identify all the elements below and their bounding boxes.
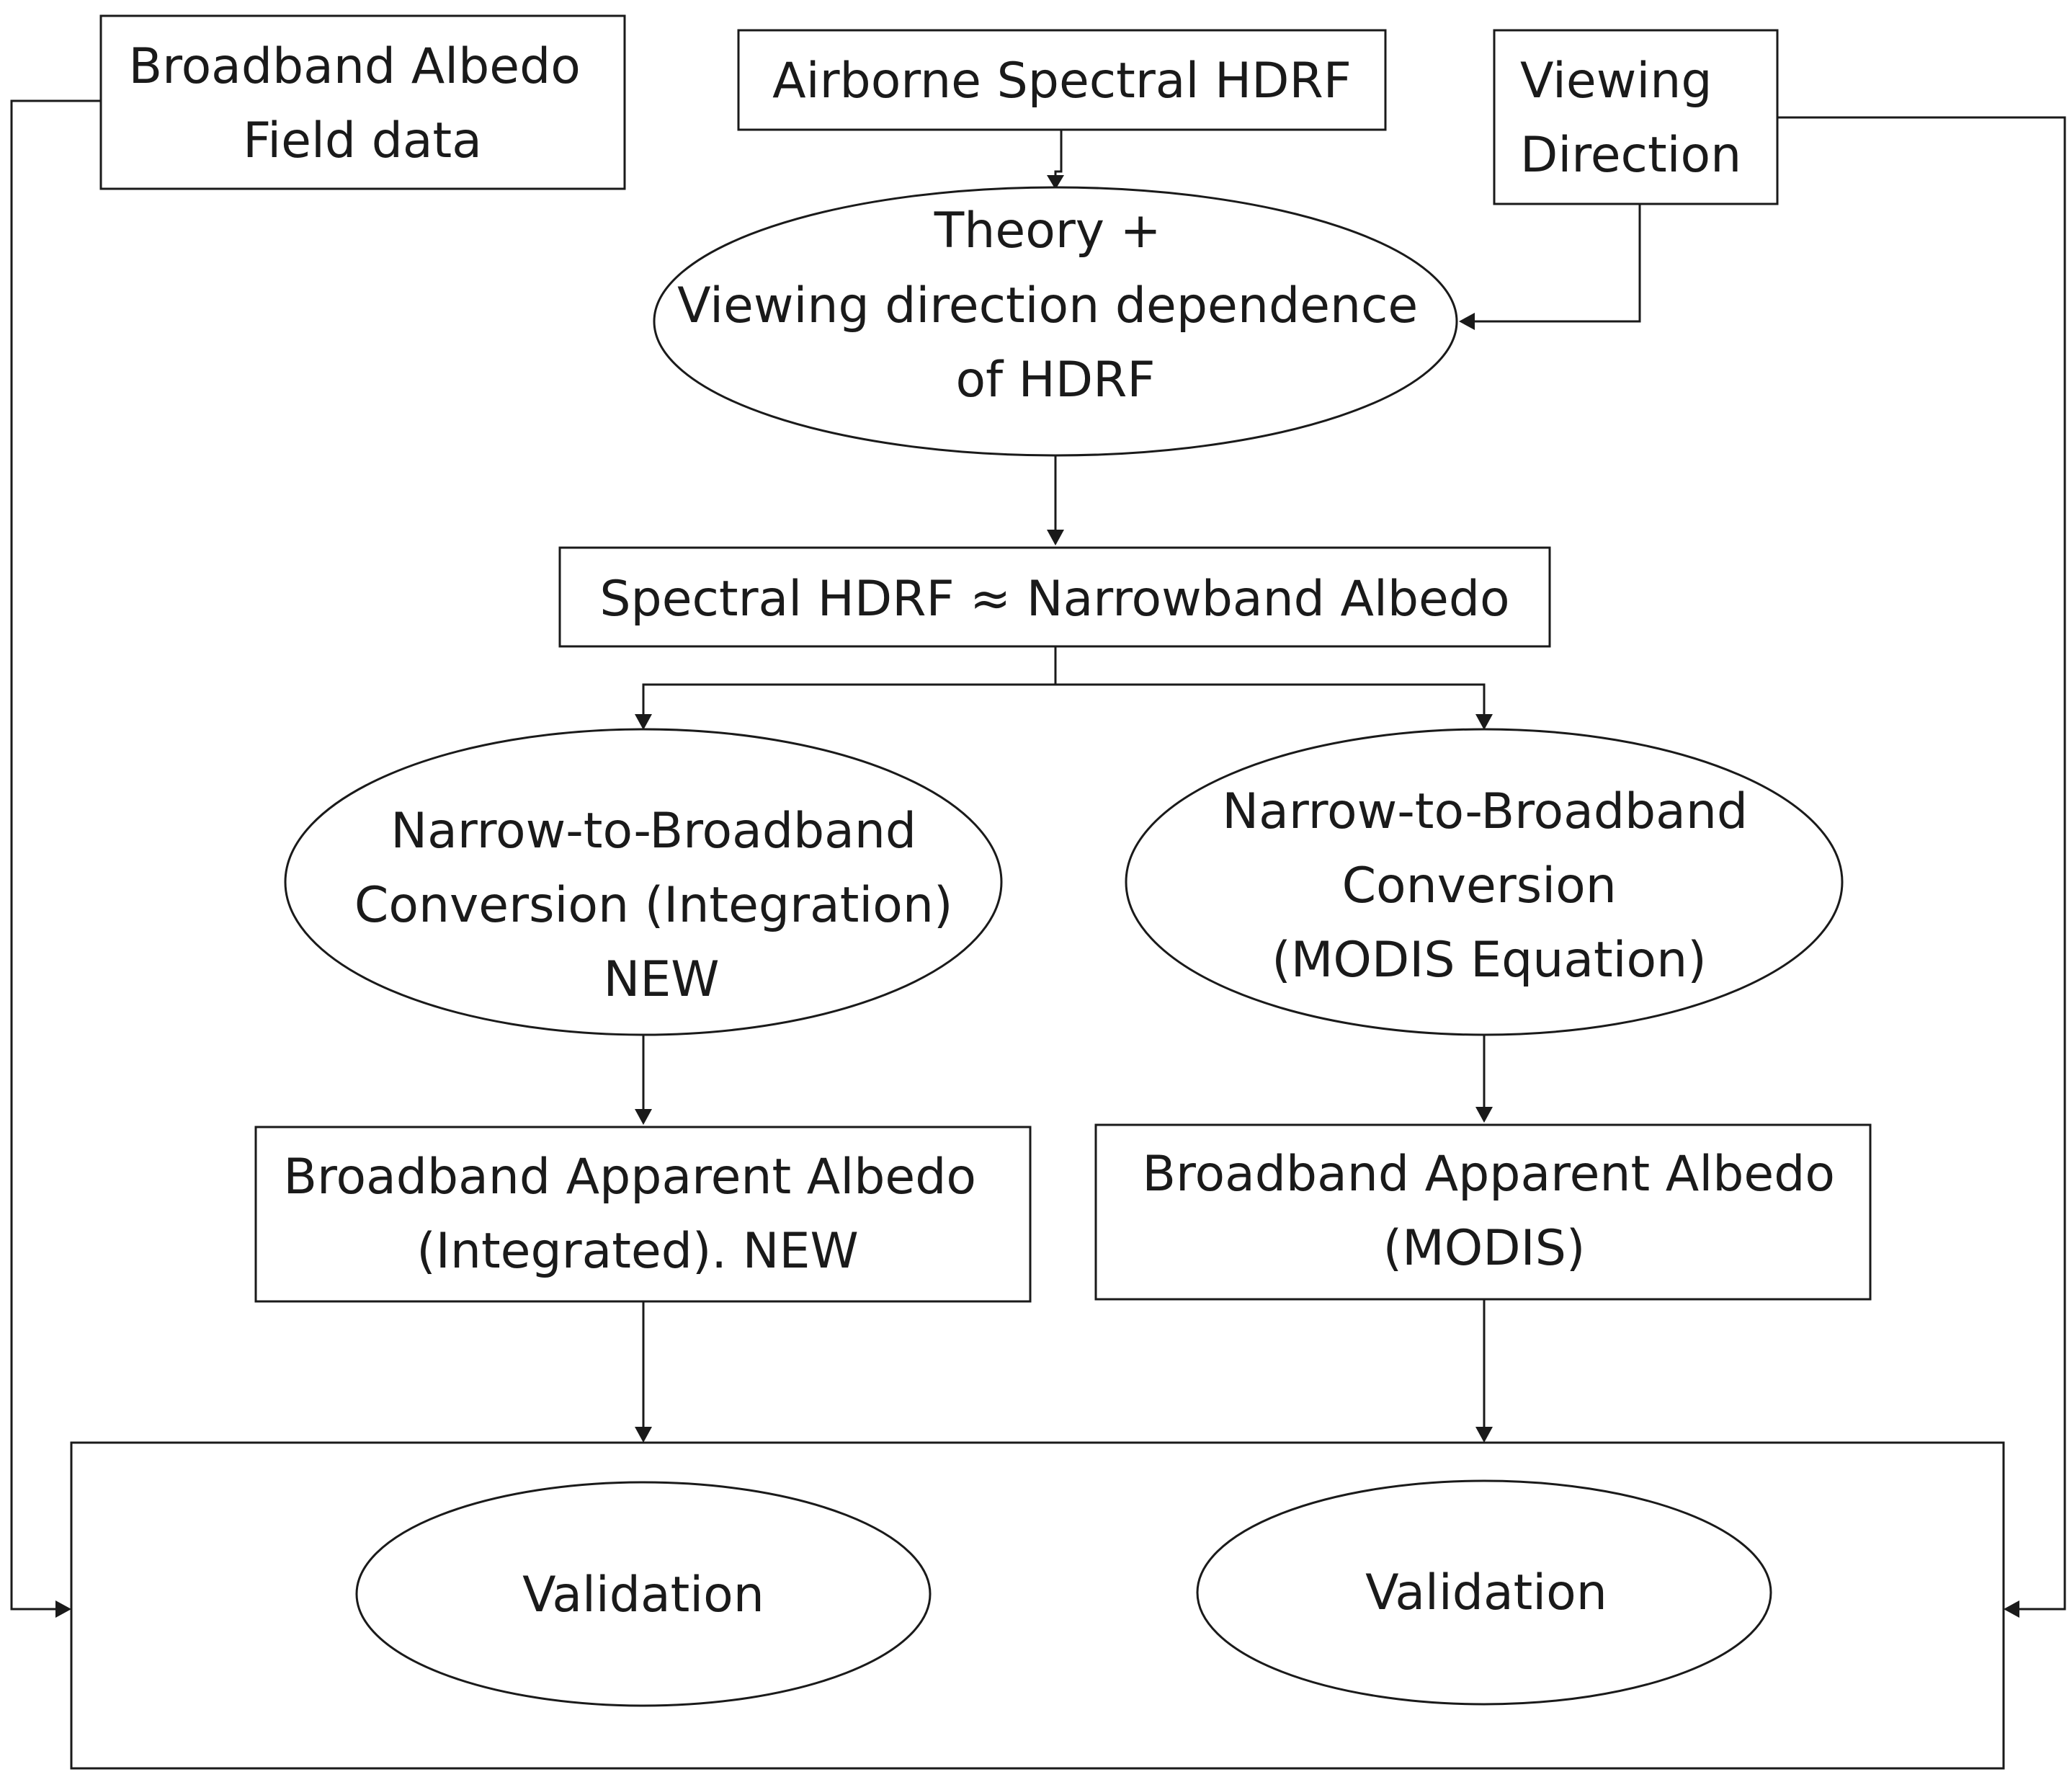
node-validation-right: Validation: [1196, 1479, 1772, 1706]
conv-integration-ellipse: [284, 728, 1003, 1036]
field-data-line-2: Field data: [243, 112, 482, 169]
conv-modis-line-1: Narrow-to-Broadband: [1222, 783, 1748, 840]
edge-viewing-direction-to-validation: [1777, 116, 2066, 1611]
field-data-box: [99, 14, 626, 190]
apparent-integrated-line-1: Broadband Apparent Albedo: [283, 1149, 976, 1206]
edge-field-data-to-validation: [10, 99, 101, 1611]
svg-text:Spectral HDRF ≈ Narrowband Alb: Spectral HDRF ≈ Narrowband Albedo: [599, 571, 1509, 628]
arrowhead-conv-modis-to-apparent: [1475, 1107, 1493, 1123]
viewing-direction-line-1: Viewing: [1520, 53, 1712, 110]
node-theory: Theory + Viewing direction dependence of…: [653, 186, 1458, 457]
apparent-integrated-box: [254, 1126, 1032, 1303]
validation-left-ellipse: [355, 1481, 932, 1707]
node-spectral-hdrf: Spectral HDRF ≈ Narrowband Albedo: [558, 546, 1551, 648]
edge-spectral-split-right: [1055, 683, 1486, 719]
svg-text:Narrow-to-Broadband Conv: Narrow-to-Broadband Conversion (Integrat…: [354, 803, 968, 1008]
viewing-direction-line-2: Direction: [1520, 127, 1741, 184]
theory-line-3: of HDRF: [955, 352, 1155, 409]
conv-integration-line-3: NEW: [603, 951, 719, 1008]
theory-line-1: Theory +: [934, 202, 1161, 259]
node-airborne-spectral-hdrf: Airborne Spectral HDRF: [737, 29, 1387, 131]
svg-text:Validation: Validation: [1365, 1564, 1607, 1621]
spectral-line-1: Spectral HDRF ≈ Narrowband Albedo: [599, 571, 1509, 628]
spectral-box: [558, 546, 1551, 648]
node-conversion-modis: Narrow-to-Broadband Conversion (MODIS Eq…: [1125, 728, 1844, 1036]
validation-right-ellipse: [1196, 1479, 1772, 1706]
svg-text:Theory + Viewing directi: Theory + Viewing direction dependence of…: [677, 202, 1434, 409]
viewing-direction-box: [1493, 29, 1779, 205]
node-validation-left: Validation: [355, 1481, 932, 1707]
svg-text:Broadband Albedo Field d: Broadband Albedo Field data: [128, 38, 596, 169]
field-data-line-1: Broadband Albedo: [128, 38, 580, 95]
arrowhead-conv-integration-to-apparent: [635, 1109, 652, 1125]
node-field-data: Broadband Albedo Field data: [99, 14, 626, 190]
airborne-line-1: Airborne Spectral HDRF: [772, 53, 1352, 110]
svg-text:Viewing Direction: Viewing Direction: [1520, 53, 1741, 184]
arrowhead-spectral-to-conv-integration: [635, 714, 652, 730]
theory-ellipse: [653, 186, 1458, 457]
node-apparent-modis: Broadband Apparent Albedo (MODIS): [1094, 1123, 1872, 1301]
apparent-modis-box: [1094, 1123, 1872, 1301]
validation-right-label: Validation: [1365, 1564, 1607, 1621]
arrowhead-apparent-integrated-to-validation: [635, 1427, 652, 1443]
svg-text:Broadband Apparent Albedo: Broadband Apparent Albedo (MODIS): [1142, 1146, 1850, 1277]
apparent-modis-line-2: (MODIS): [1383, 1220, 1586, 1277]
arrowhead-field-data-to-validation: [55, 1600, 71, 1618]
node-viewing-direction: Viewing Direction: [1493, 29, 1779, 205]
arrowhead-airborne-to-theory: [1047, 175, 1064, 190]
conv-modis-line-2: Conversion: [1342, 858, 1617, 914]
svg-text:Broadband Apparent Albedo: Broadband Apparent Albedo (Integrated). …: [283, 1149, 991, 1280]
node-apparent-integrated: Broadband Apparent Albedo (Integrated). …: [254, 1126, 1032, 1303]
conv-modis-ellipse: [1125, 728, 1844, 1036]
arrowhead-spectral-to-conv-modis: [1475, 714, 1493, 730]
theory-line-2: Viewing direction dependence: [677, 277, 1418, 334]
svg-text:Airborne Spectral HDRF: Airborne Spectral HDRF: [772, 53, 1352, 110]
arrowhead-viewing-direction-to-validation: [2004, 1600, 2019, 1618]
svg-text:Validation: Validation: [522, 1567, 764, 1624]
node-conversion-integration: Narrow-to-Broadband Conversion (Integrat…: [284, 728, 1003, 1036]
conv-integration-line-1: Narrow-to-Broadband: [390, 803, 916, 860]
validation-container: [70, 1441, 2005, 1770]
airborne-box: [737, 29, 1387, 131]
conv-modis-line-3: (MODIS Equation): [1272, 932, 1707, 989]
apparent-modis-line-1: Broadband Apparent Albedo: [1142, 1146, 1835, 1203]
edge-viewing-direction-to-theory: [1466, 204, 1641, 323]
arrowhead-viewing-direction-to-theory: [1459, 313, 1475, 330]
arrowhead-theory-to-spectral: [1047, 530, 1064, 545]
validation-left-label: Validation: [522, 1567, 764, 1624]
apparent-integrated-line-2: (Integrated). NEW: [416, 1223, 858, 1280]
connectors: [10, 99, 2066, 1618]
svg-text:Narrow-to-Broadband Conv: Narrow-to-Broadband Conversion (MODIS Eq…: [1222, 783, 1763, 989]
conv-integration-line-2: Conversion (Integration): [354, 877, 953, 934]
edge-spectral-split: [642, 646, 1057, 719]
arrowhead-apparent-modis-to-validation: [1475, 1427, 1493, 1443]
